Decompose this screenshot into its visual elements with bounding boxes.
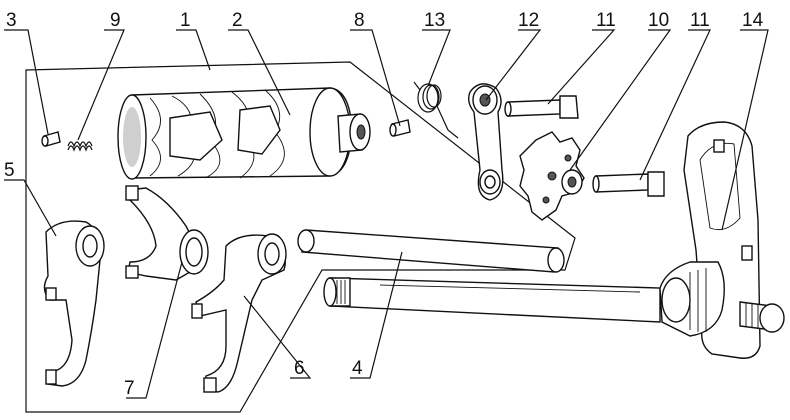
leader-lines — [4, 29, 769, 399]
part-12-stopper-lever — [467, 83, 504, 201]
callout-4: 4 — [352, 358, 363, 379]
callout-14: 14 — [742, 10, 764, 31]
part-11-bolt-lower — [592, 171, 665, 197]
callout-12: 12 — [518, 10, 539, 31]
callout-6: 6 — [294, 358, 305, 379]
callout-11-lower: 11 — [690, 10, 710, 31]
callout-3: 3 — [6, 10, 17, 31]
part-8-dowel — [389, 119, 411, 137]
part-10-star-cam — [519, 131, 585, 221]
part-14-shift-arm-assembly — [659, 121, 785, 359]
part-7-shift-fork — [125, 185, 209, 281]
part-3-detent-pin — [41, 131, 61, 147]
part-5-shift-fork — [43, 220, 105, 387]
part-4-gearshift-shaft — [323, 277, 661, 323]
callout-13: 13 — [424, 10, 445, 31]
part-1-shift-drum — [117, 87, 371, 180]
part-6-shift-fork — [191, 233, 287, 393]
callout-7: 7 — [124, 378, 135, 399]
callout-11-upper: 11 — [596, 10, 616, 31]
callout-2: 2 — [232, 10, 243, 31]
callout-8: 8 — [354, 10, 365, 31]
part-11-bolt-upper — [504, 95, 579, 119]
callout-1: 1 — [180, 10, 191, 31]
part-8-guide-tube — [297, 229, 565, 273]
callout-9: 9 — [110, 10, 121, 31]
callout-5: 5 — [4, 160, 15, 181]
part-13-torsion-spring — [413, 81, 459, 139]
callout-labels: 3 9 1 2 8 13 12 11 10 11 14 5 7 6 4 — [4, 10, 764, 399]
callout-10: 10 — [648, 10, 669, 31]
part-9-spring — [67, 141, 93, 152]
assembly-frame — [25, 61, 576, 413]
